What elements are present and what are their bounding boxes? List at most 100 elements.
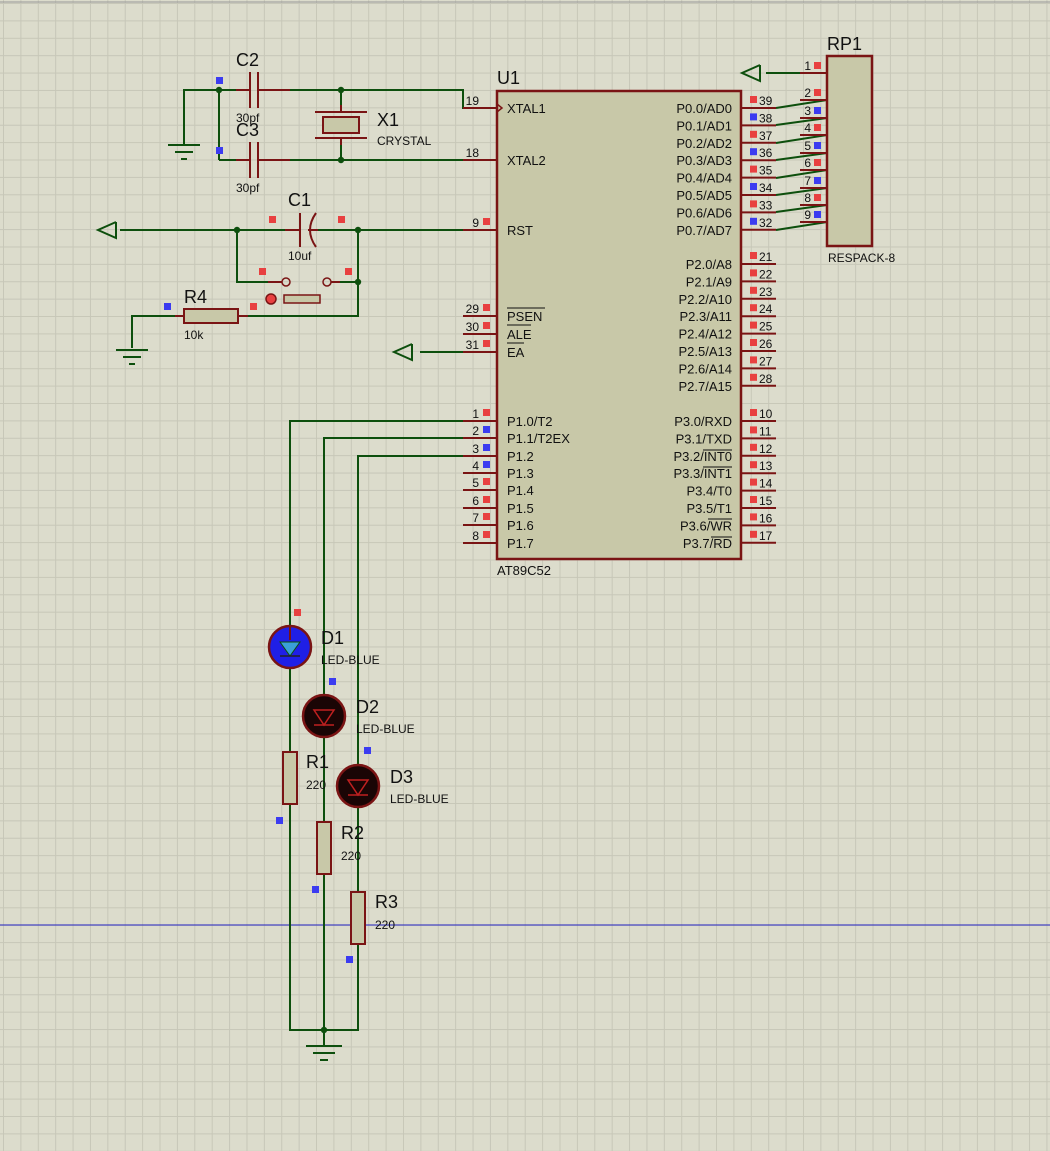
c2-capacitor[interactable]: C2 30pf (236, 50, 290, 125)
rp1-pin-2[interactable]: 2 (800, 86, 827, 101)
pin-number: 22 (759, 267, 773, 281)
logic-state-marker (750, 113, 757, 121)
r3-ref: R3 (375, 892, 398, 912)
pushbutton-actuator-icon[interactable] (265, 293, 277, 305)
logic-state-marker (750, 286, 757, 294)
pin-name: P2.1/A9 (686, 274, 732, 289)
logic-state-marker (483, 409, 490, 416)
rp1-pin-4[interactable]: 4 (800, 121, 827, 136)
x1-crystal[interactable]: X1 CRYSTAL (315, 105, 432, 148)
d3-value: LED-BLUE (390, 792, 449, 806)
pin-number: 16 (759, 511, 773, 525)
c2-value: 30pf (236, 111, 260, 125)
d3-led[interactable]: D3 LED-BLUE (335, 763, 449, 809)
pin-number: 9 (804, 208, 811, 222)
reset-pushbutton[interactable] (265, 277, 340, 305)
rp1-pin-6[interactable]: 6 (800, 156, 827, 171)
rp1-pin-1[interactable]: 1 (800, 59, 827, 74)
d1-led[interactable]: D1 LED-BLUE (267, 624, 380, 670)
reset-arrow-terminal[interactable] (95, 221, 117, 240)
ea-arrow-terminal[interactable] (391, 343, 413, 362)
logic-state-marker (750, 530, 757, 538)
logic-state-marker (750, 252, 757, 259)
pin-number: 35 (759, 164, 773, 178)
rp1-arrow-terminal[interactable] (739, 64, 761, 83)
pin-number: 24 (759, 302, 773, 316)
pin-name: P1.3 (507, 466, 534, 481)
rp1-body[interactable] (825, 54, 874, 248)
r1-resistor[interactable]: R1 220 (282, 751, 329, 805)
pin-name: P3.6/WR (680, 518, 732, 533)
c3-capacitor[interactable]: C3 30pf (236, 120, 290, 195)
r2-resistor[interactable]: R2 220 (316, 821, 364, 875)
d1-value: LED-BLUE (321, 653, 380, 667)
logic-state-marker (483, 426, 490, 433)
rp1-pin-7[interactable]: 7 (800, 174, 827, 189)
rp1-pin-9[interactable]: 9 (800, 208, 827, 223)
logic-state-marker (750, 165, 757, 173)
d2-led[interactable]: D2 LED-BLUE (301, 693, 415, 739)
logic-state-marker (483, 322, 490, 329)
r2-ref: R2 (341, 823, 364, 843)
c2-ref: C2 (236, 50, 259, 70)
c1-capacitor[interactable]: C1 10uf (285, 190, 318, 263)
rp1-pin-3[interactable]: 3 (800, 104, 827, 119)
logic-state-marker (814, 89, 821, 96)
d2-ref: D2 (356, 697, 379, 717)
logic-state-marker (814, 124, 821, 131)
r4-resistor[interactable]: R4 10k (175, 287, 248, 342)
pin-name: P3.7/RD (683, 536, 732, 551)
pin-number: 2 (804, 86, 811, 100)
rp1-pin-8[interactable]: 8 (800, 191, 827, 206)
u1-body[interactable] (495, 89, 743, 561)
pin-name: P2.3/A11 (679, 309, 732, 324)
r3-resistor[interactable]: R3 220 (350, 891, 398, 945)
pin-name: P0.0/AD0 (676, 101, 732, 116)
pin-name: P1.2 (507, 449, 534, 464)
rp1-pin-5[interactable]: 5 (800, 139, 827, 154)
ground-symbol-leds (306, 1045, 342, 1061)
pin-number: 8 (804, 191, 811, 205)
